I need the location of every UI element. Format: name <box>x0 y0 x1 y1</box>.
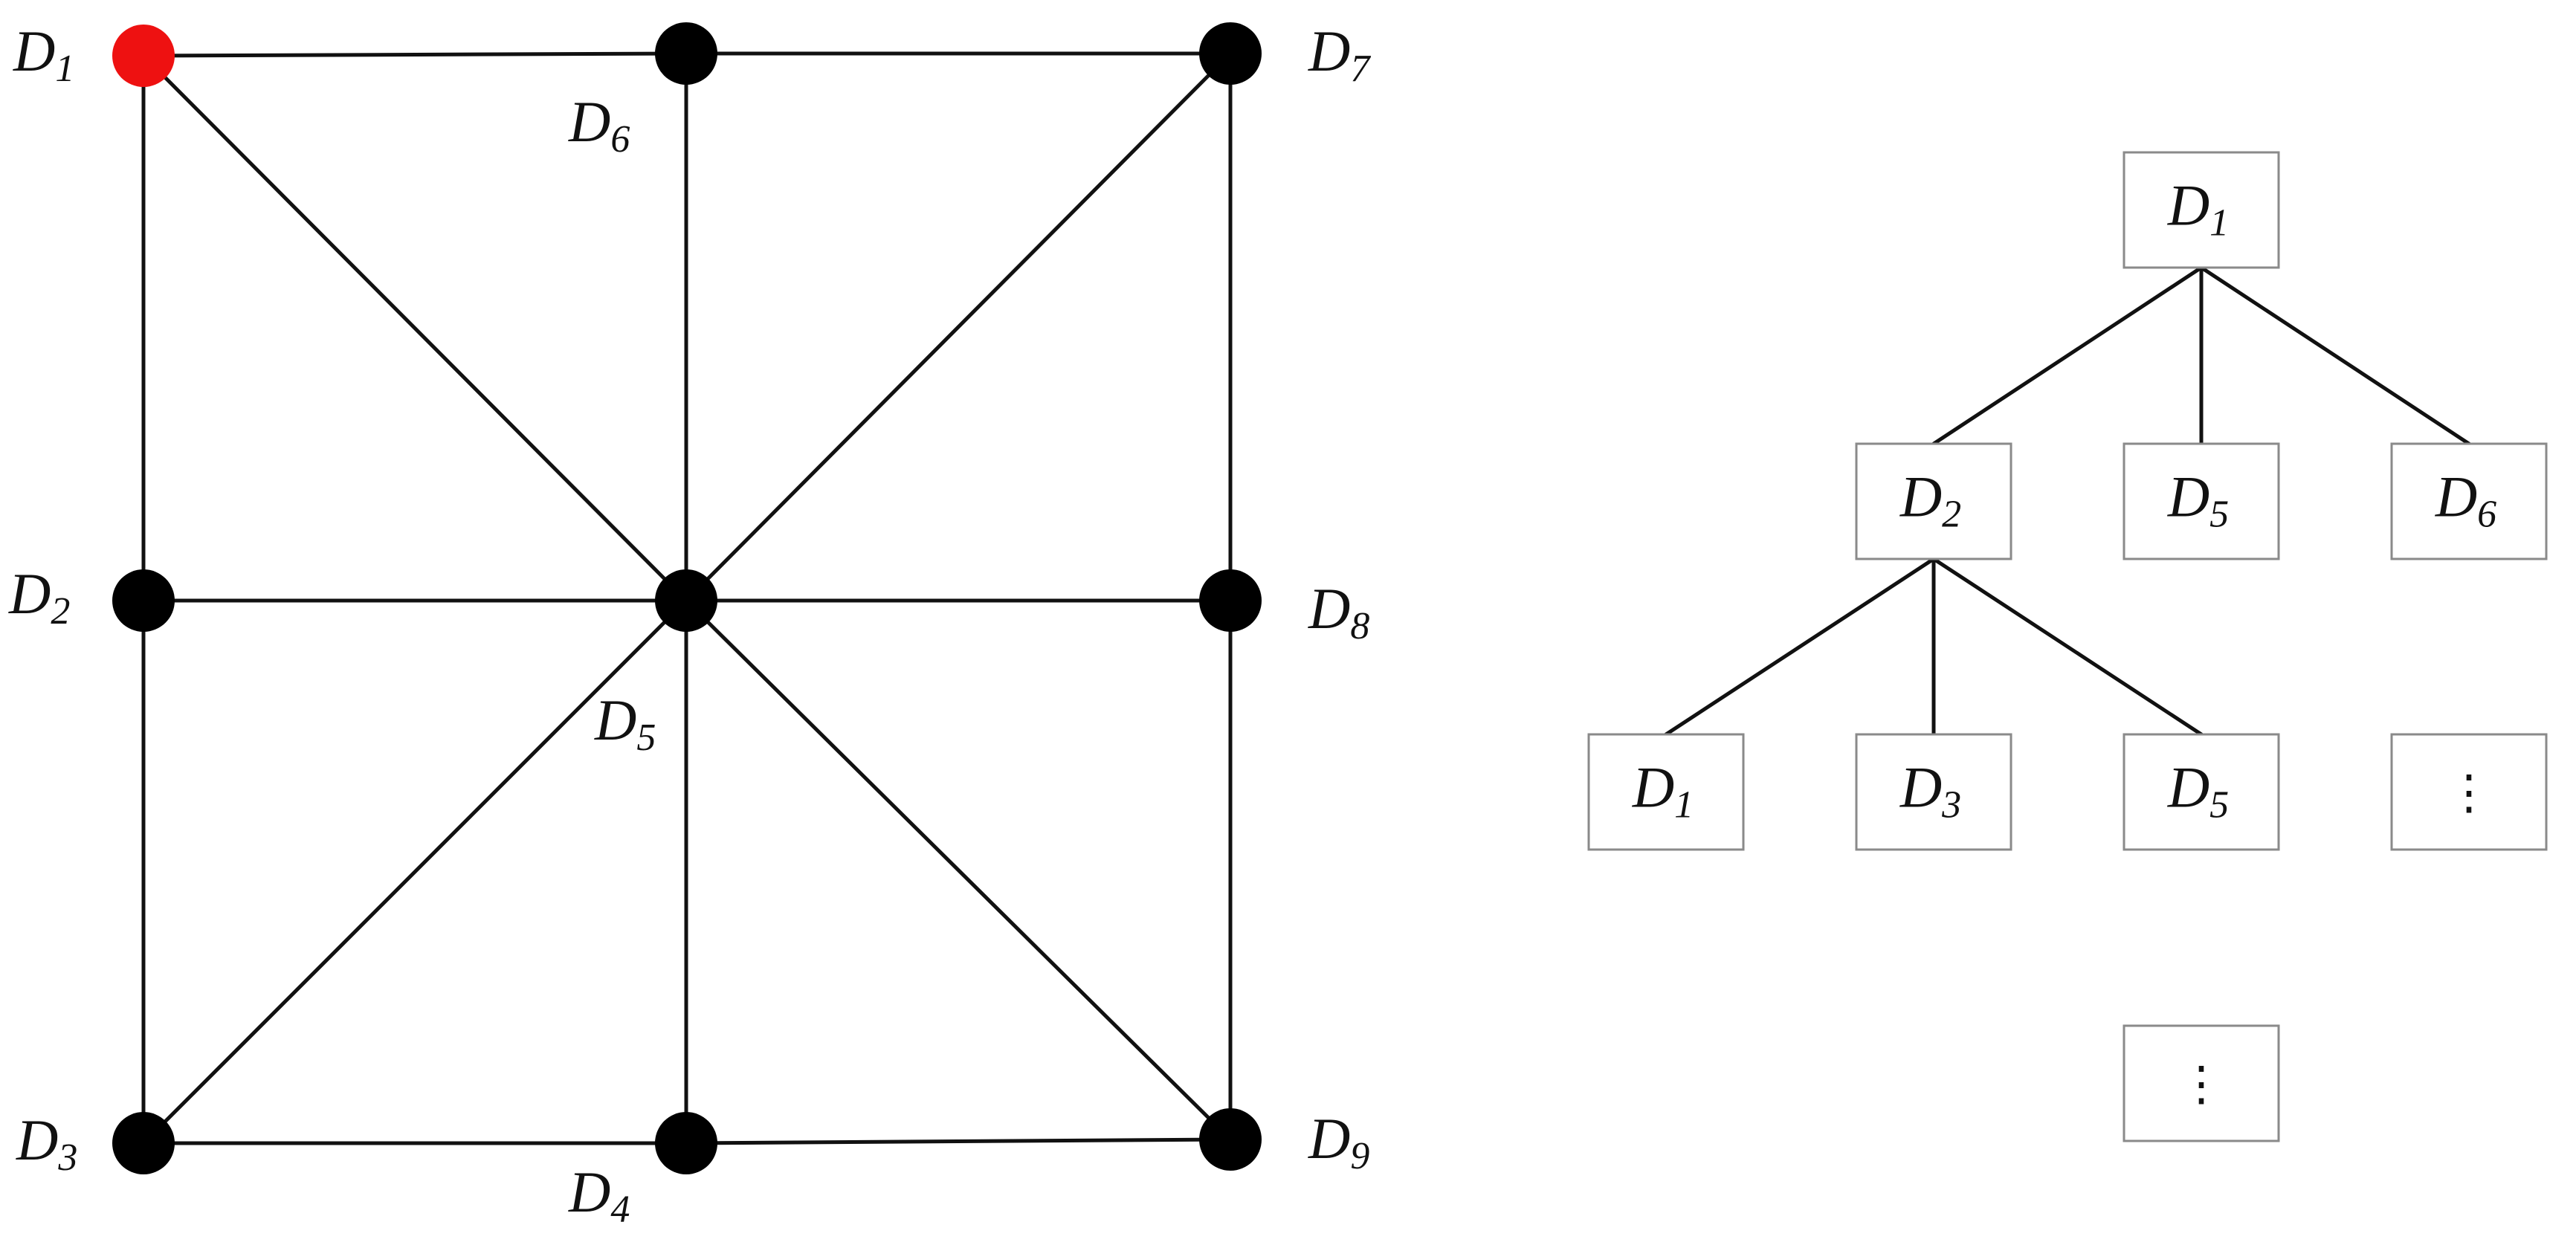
node-d6 <box>655 22 717 85</box>
graph-nodes <box>112 22 1262 1174</box>
tree-box-t2: D2 <box>1855 442 2012 560</box>
tree-box-t1b: D1 <box>1587 733 1745 851</box>
node-d5 <box>655 569 717 632</box>
tree-box-label: D1 <box>1632 755 1694 827</box>
edge-d4-d9 <box>684 1137 1233 1145</box>
tree-edge-t2-t5b <box>1931 557 2204 737</box>
tree-box-label: D1 <box>2167 173 2229 245</box>
node-label-d4: D4 <box>568 1160 630 1231</box>
tree-box-t5a: D5 <box>2123 442 2280 560</box>
tree-box-frame <box>2390 442 2548 560</box>
tree-box-frame <box>1587 733 1745 851</box>
tree-box-t6: D6 <box>2390 442 2548 560</box>
tree-box-frame <box>2123 442 2280 560</box>
tree-edge-t2-t1b <box>1664 557 1936 737</box>
tree-box-frame <box>2123 1024 2280 1142</box>
tree-box-label: D5 <box>2167 755 2229 827</box>
tree-box-label: D6 <box>2435 465 2496 536</box>
tree-box-label: D2 <box>1899 465 1961 536</box>
tree-box-frame <box>1855 442 2012 560</box>
edge-d7-d5 <box>684 51 1233 603</box>
node-label-d1: D1 <box>13 19 74 90</box>
node-label-d8: D8 <box>1308 576 1369 647</box>
node-label-d9: D9 <box>1308 1106 1369 1177</box>
node-d9 <box>1199 1108 1262 1171</box>
edge-d1-d6 <box>141 51 688 58</box>
node-label-d7: D7 <box>1308 19 1371 90</box>
tree-box-ellipsis: ⋮ <box>2178 1057 2225 1112</box>
tree-box-frame <box>2390 733 2548 851</box>
tree-box-t3: D3 <box>1855 733 2012 851</box>
tree-box-label: D5 <box>2167 465 2229 536</box>
tree-box-frame <box>2123 151 2280 269</box>
tree-box-t1: D1 <box>2123 151 2280 269</box>
node-label-d5: D5 <box>594 688 656 759</box>
tree-edges <box>1664 265 2471 737</box>
node-label-d2: D2 <box>8 561 70 633</box>
tree-edge-t1-t2 <box>1931 265 2204 446</box>
node-d8 <box>1199 569 1262 632</box>
tree-box-tdots1: ⋮ <box>2390 733 2548 851</box>
node-d1 <box>112 25 175 87</box>
node-d3 <box>112 1112 175 1174</box>
tree-box-t5b: D5 <box>2123 733 2280 851</box>
edge-d5-d3 <box>141 598 688 1145</box>
node-label-d6: D6 <box>568 89 630 161</box>
tree-box-ellipsis: ⋮ <box>2445 766 2493 821</box>
node-d4 <box>655 1112 717 1174</box>
tree-box-frame <box>1855 733 2012 851</box>
node-d2 <box>112 569 175 632</box>
graph-edges <box>141 51 1233 1145</box>
edge-d5-d9 <box>684 598 1233 1142</box>
edge-d1-d5 <box>141 54 688 603</box>
tree-edge-t1-t6 <box>2199 265 2471 446</box>
node-d7 <box>1199 22 1262 85</box>
tree-box-tdots2: ⋮ <box>2123 1024 2280 1142</box>
tree-box-label: D3 <box>1899 755 1961 827</box>
tree-box-frame <box>2123 733 2280 851</box>
node-label-d3: D3 <box>16 1107 77 1179</box>
